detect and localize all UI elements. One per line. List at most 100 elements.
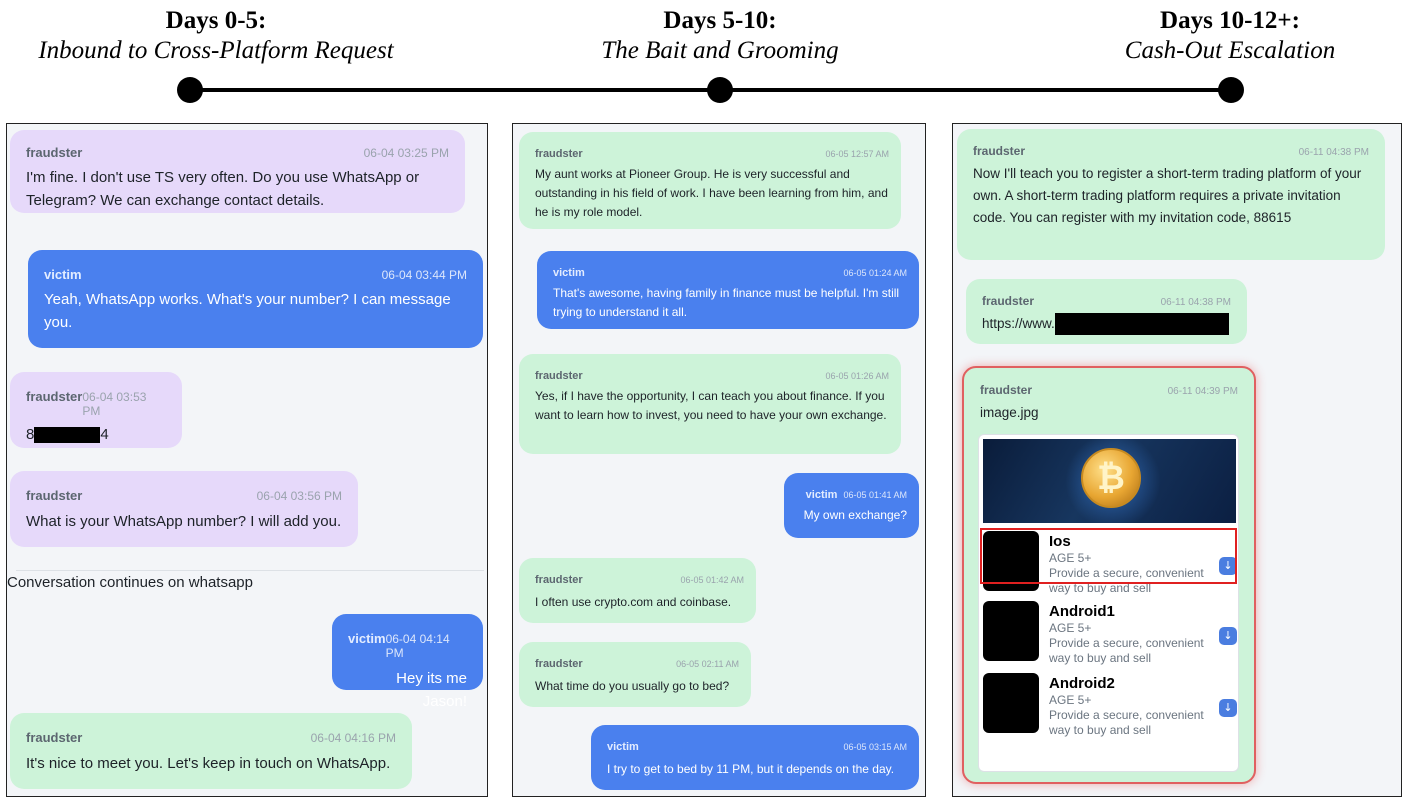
sender-name: fraudster — [535, 148, 583, 160]
sender-name: fraudster — [982, 294, 1035, 308]
message-meta: fraudster 06-04 03:53 PM — [26, 389, 166, 418]
app-name: Ios — [1049, 533, 1071, 550]
message-text: What time do you usually go to bed? — [535, 679, 730, 693]
app-age: AGE 5+ — [1049, 551, 1092, 565]
sender-name: fraudster — [535, 370, 583, 382]
phase-title: Days 5-10: — [663, 7, 777, 34]
message-bubble-fraudster: fraudster 06-05 12:57 AM My aunt works a… — [519, 132, 901, 229]
image-attachment[interactable]: ₿ Ios AGE 5+ Provide a secure, convenien… — [978, 434, 1239, 772]
message-bubble-fraudster: fraudster 06-05 02:11 AM What time do yo… — [519, 642, 751, 707]
chat-panel-days-0-5: fraudster 06-04 03:25 PM I'm fine. I don… — [6, 123, 488, 797]
message-meta: victim 06-04 04:14 PM — [348, 631, 467, 660]
message-text: What is your WhatsApp number? I will add… — [26, 513, 342, 530]
download-icon[interactable]: ↓ — [1219, 627, 1237, 645]
message-bubble-fraudster: fraudster 06-11 04:38 PM Now I'll teach … — [957, 129, 1385, 260]
message-bubble-victim: victim 06-05 01:41 AM My own exchange? — [784, 473, 919, 538]
timestamp: 06-05 01:24 AM — [843, 268, 907, 278]
chat-panel-days-5-10: fraudster 06-05 12:57 AM My aunt works a… — [512, 123, 926, 797]
bitcoin-icon: ₿ — [1081, 448, 1141, 508]
app-age: AGE 5+ — [1049, 621, 1092, 635]
phase-title: Days 10-12+: — [1160, 7, 1300, 34]
message-bubble-fraudster: fraudster 06-04 03:56 PM What is your Wh… — [10, 471, 358, 547]
message-bubble-victim: victim 06-04 03:44 PM Yeah, WhatsApp wor… — [28, 250, 483, 348]
app-listing-android1[interactable]: Android1 AGE 5+ Provide a secure, conven… — [983, 601, 1237, 665]
message-text: My aunt works at Pioneer Group. He is ve… — [535, 167, 888, 219]
message-text: I often use crypto.com and coinbase. — [535, 595, 732, 609]
message-link-redacted: https://www. — [982, 313, 1231, 336]
timeline-dot-1 — [177, 77, 203, 103]
redaction-box — [34, 427, 101, 444]
sender-name: fraudster — [535, 574, 583, 586]
message-text: Yeah, WhatsApp works. What's your number… — [44, 291, 451, 331]
app-name: Android1 — [1049, 603, 1115, 620]
message-text: I'm fine. I don't use TS very often. Do … — [26, 169, 420, 209]
phase-subtitle: Cash-Out Escalation — [1124, 37, 1336, 64]
message-meta: fraudster 06-05 01:42 AM — [535, 574, 744, 586]
sender-name: fraudster — [26, 145, 83, 160]
message-meta: fraudster 06-05 12:57 AM — [535, 148, 889, 160]
message-meta: victim 06-05 01:24 AM — [553, 267, 907, 279]
message-text: That's awesome, having family in finance… — [553, 286, 900, 319]
sender-name: victim — [805, 489, 838, 501]
phase-header-2: Days 5-10: The Bait and Grooming — [505, 6, 935, 66]
phase-subtitle: Inbound to Cross-Platform Request — [38, 37, 394, 64]
app-listing-android2[interactable]: Android2 AGE 5+ Provide a secure, conven… — [983, 673, 1237, 737]
timestamp: 06-11 04:39 PM — [1167, 386, 1238, 397]
download-icon[interactable]: ↓ — [1219, 699, 1237, 717]
timestamp: 06-05 12:57 AM — [825, 149, 889, 159]
timestamp: 06-04 03:53 PM — [82, 390, 147, 418]
timestamp: 06-04 03:56 PM — [256, 489, 342, 503]
message-meta: fraudster 06-11 04:38 PM — [982, 294, 1231, 308]
timestamp: 06-05 01:26 AM — [825, 371, 889, 381]
timeline-dot-3 — [1218, 77, 1244, 103]
phase-title: Days 0-5: — [165, 7, 267, 34]
phone-suffix: 4 — [100, 426, 109, 443]
sender-name: fraudster — [980, 383, 1033, 397]
sender-name: fraudster — [535, 658, 583, 670]
message-bubble-fraudster: fraudster 06-11 04:38 PM https://www. — [966, 279, 1247, 344]
sender-name: victim — [553, 267, 585, 279]
message-text: Hey its me Jason! — [396, 670, 467, 710]
message-text: My own exchange? — [803, 508, 907, 522]
download-icon[interactable]: ↓ — [1219, 557, 1237, 575]
divider — [16, 570, 484, 571]
message-bubble-victim: victim 06-05 01:24 AM That's awesome, ha… — [537, 251, 919, 329]
message-meta: victim 06-05 01:41 AM — [796, 489, 907, 501]
phase-header-3: Days 10-12+: Cash-Out Escalation — [1060, 6, 1400, 66]
timestamp: 06-04 04:16 PM — [310, 731, 396, 745]
app-description: Provide a secure, convenient way to buy … — [1049, 708, 1204, 737]
app-listing-ios[interactable]: Ios AGE 5+ Provide a secure, convenient … — [983, 531, 1237, 595]
app-description: Provide a secure, convenient way to buy … — [1049, 566, 1204, 595]
ios-highlight-box — [980, 528, 1237, 584]
timestamp: 06-04 03:44 PM — [381, 268, 467, 282]
sender-name: fraudster — [26, 730, 83, 745]
message-text: Now I'll teach you to register a short-t… — [973, 166, 1362, 225]
message-meta: victim 06-04 03:44 PM — [44, 267, 467, 282]
message-text: It's nice to meet you. Let's keep in tou… — [26, 755, 391, 772]
timestamp: 06-05 03:15 AM — [843, 742, 907, 752]
phase-subtitle: The Bait and Grooming — [601, 37, 839, 64]
message-meta: fraudster 06-04 03:56 PM — [26, 488, 342, 503]
message-bubble-fraudster-image: fraudster 06-11 04:39 PM image.jpg ₿ Ios… — [962, 366, 1256, 784]
redaction-box — [1054, 313, 1229, 336]
message-bubble-fraudster: fraudster 06-04 03:25 PM I'm fine. I don… — [10, 130, 465, 213]
chat-panel-days-10-12: fraudster 06-11 04:38 PM Now I'll teach … — [952, 123, 1402, 797]
timestamp: 06-05 02:11 AM — [676, 659, 739, 669]
link-text: https://www. — [982, 316, 1055, 331]
timestamp: 06-04 04:14 PM — [385, 632, 450, 660]
sender-name: victim — [607, 741, 639, 753]
app-name: Android2 — [1049, 675, 1115, 692]
sender-name: victim — [44, 267, 82, 282]
message-meta: fraudster 06-04 03:25 PM — [26, 145, 449, 160]
timestamp: 06-11 04:38 PM — [1298, 147, 1369, 158]
conversation-note: Conversation continues on whatsapp — [7, 574, 253, 591]
phase-header-1: Days 0-5: Inbound to Cross-Platform Requ… — [0, 6, 432, 66]
phone-prefix: 8 — [26, 426, 35, 443]
timestamp: 06-05 01:41 AM — [843, 490, 907, 500]
message-bubble-fraudster: fraudster 06-05 01:42 AM I often use cry… — [519, 558, 756, 623]
message-meta: victim 06-05 03:15 AM — [607, 741, 907, 753]
message-meta: fraudster 06-04 04:16 PM — [26, 730, 396, 745]
sender-name: fraudster — [26, 389, 83, 404]
